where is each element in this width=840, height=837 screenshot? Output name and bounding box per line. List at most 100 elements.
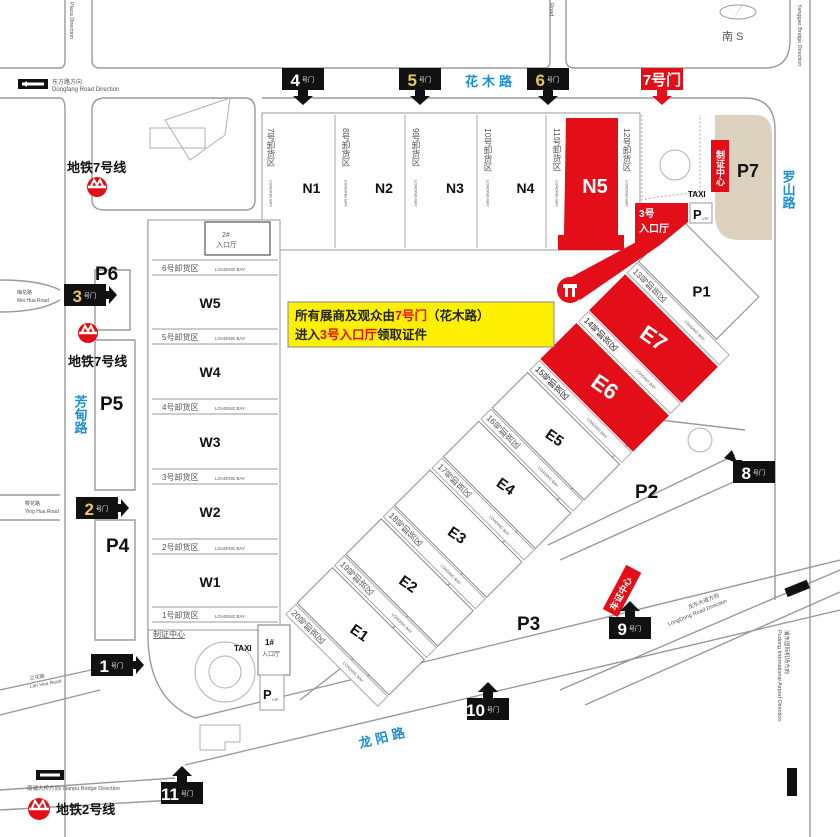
arrow-icon xyxy=(172,766,192,782)
gate-number: 3 xyxy=(73,287,82,306)
hall-e4-shape xyxy=(442,420,572,550)
arrow-icon xyxy=(538,90,558,105)
hall-n2: N2 xyxy=(375,180,393,196)
svg-text:地铁7号线: 地铁7号线 xyxy=(67,160,126,175)
svg-text:地铁2号线: 地铁2号线 xyxy=(56,802,115,817)
loading-bay-en: LOADING BAY xyxy=(215,406,245,411)
hall-w3: W3 xyxy=(200,434,221,450)
loading-bay-label: 11号卸货区 xyxy=(552,128,562,171)
arrow-icon xyxy=(652,90,672,105)
road-yanggao-direction: Yanggao Bridge Direction xyxy=(796,4,802,66)
taxi-south: TAXI xyxy=(234,644,252,653)
svg-text:Dongfang Road Direction: Dongfang Road Direction xyxy=(52,87,119,93)
loading-bay-label: 10号卸货区 xyxy=(483,128,493,171)
hall-w5: W5 xyxy=(200,295,221,311)
notice-box: 所有展商及观众由7号门（花木路） 进入3号入口厅领取证件 xyxy=(287,301,555,348)
notice-gate: 7号门 xyxy=(395,308,427,323)
road-meihua-en: Mei Hua Road xyxy=(17,298,49,304)
loading-bay-en: LOADING BAY xyxy=(215,546,245,551)
entrance-2-sub: 入口厅 xyxy=(216,241,237,249)
loading-bay-label: 7号卸货区 xyxy=(266,128,276,167)
gate-box xyxy=(641,68,683,90)
metro-icon xyxy=(78,323,98,343)
svg-text:P: P xyxy=(693,207,702,222)
direction-arrow-airport xyxy=(787,768,797,796)
gate-suffix: 号门 xyxy=(753,469,765,477)
loading-bay-strip xyxy=(480,408,584,512)
gate-number: 2 xyxy=(85,500,94,519)
loading-bay-strip xyxy=(382,506,486,610)
road-luoshan: 罗山路 xyxy=(781,170,796,209)
gate-box xyxy=(64,284,106,306)
loading-bay-en: LOADING BAY xyxy=(414,180,419,207)
parking-p4: P4 xyxy=(106,536,130,557)
notice-road: （花木路） xyxy=(427,308,490,323)
loading-bay-label: 4号卸货区 xyxy=(162,402,198,412)
notice-text: 所有展商及观众由 xyxy=(295,308,395,323)
loading-bay-label: 8号卸货区 xyxy=(341,128,351,167)
parking-p7: P7 xyxy=(715,115,772,240)
info-desk-icon xyxy=(557,277,583,303)
svg-text:1#: 1# xyxy=(265,638,274,647)
entrance-3: 3号 入口厅 xyxy=(562,203,688,300)
svg-text:东方路方向: 东方路方向 xyxy=(52,78,82,86)
road-fangdian: 芳甸路 xyxy=(73,394,89,434)
loading-bay-en: LOADING BAY xyxy=(215,614,245,619)
gate-suffix: 号门 xyxy=(181,790,193,798)
drop-off-loop xyxy=(641,115,701,201)
loading-bay-strip xyxy=(577,310,682,415)
loading-bay-label: 6号卸货区 xyxy=(162,263,198,273)
hall-e6-shape xyxy=(540,322,670,452)
metro-line2: 地铁2号线 xyxy=(28,798,115,820)
hall-n4: N4 xyxy=(517,180,535,196)
gate-suffix: 号门 xyxy=(111,662,123,670)
vip-parking-south: P VIP xyxy=(259,674,285,711)
arrow-icon xyxy=(105,286,117,304)
parking-p6: P6 xyxy=(95,264,118,285)
gate-suffix: 号门 xyxy=(547,76,559,84)
entrance-2-label: 2# xyxy=(222,232,230,239)
arrow-icon xyxy=(132,656,144,674)
road-yinghua-en: Ying Hua Road xyxy=(25,509,59,515)
loading-bay-label: 9号卸货区 xyxy=(411,128,421,167)
hall-p1: P1 xyxy=(692,283,710,300)
gate-box xyxy=(399,68,441,90)
hall-w2: W2 xyxy=(200,504,221,520)
gate-box xyxy=(733,461,775,483)
gate-number: 10 xyxy=(466,701,485,720)
loading-bay-en: LOADING BAY xyxy=(344,180,349,207)
gate-suffix: 号门 xyxy=(302,76,314,84)
hall-e1-shape xyxy=(296,566,426,696)
direction-arrow-longdong xyxy=(784,579,810,598)
loading-bay-label: 12号卸货区 xyxy=(622,128,632,171)
arrow-icon xyxy=(620,601,640,617)
gate-box xyxy=(609,617,651,639)
gate-7[interactable]: 7号门 xyxy=(641,68,683,105)
gate-label: 7号门 xyxy=(643,71,681,89)
gate-suffix: 号门 xyxy=(96,505,108,513)
gate-number: 4 xyxy=(291,71,301,90)
arrow-icon xyxy=(478,682,498,698)
parking-p2: P2 xyxy=(635,482,658,503)
hall-e2-shape xyxy=(345,518,474,647)
gate-suffix: 号门 xyxy=(419,76,431,84)
compass: 南 S xyxy=(719,0,757,43)
loading-bay-label: 3号卸货区 xyxy=(162,472,198,482)
compass-label: 南 S xyxy=(722,30,743,43)
svg-text:南浦大桥方向/ Nanpu Bridge Direction: 南浦大桥方向/ Nanpu Bridge Direction xyxy=(27,784,120,792)
